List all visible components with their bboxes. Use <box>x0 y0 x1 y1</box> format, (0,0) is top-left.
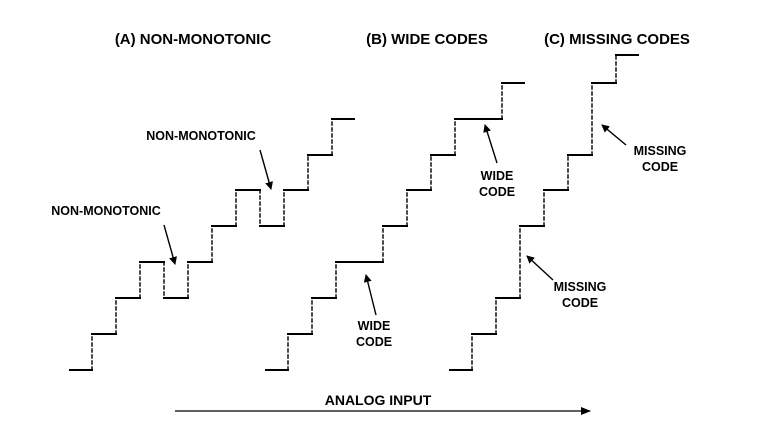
title-missing-codes: (C) MISSING CODES <box>544 31 690 48</box>
staircase-wide-codes <box>265 82 525 371</box>
annotation-wide-code-upper-line1: WIDE <box>481 169 514 183</box>
title-wide-codes: (B) WIDE CODES <box>366 31 488 48</box>
arrow-wide-code-lower <box>363 274 377 316</box>
annotation-wide-code-upper-line2: CODE <box>479 185 515 199</box>
annotation-missing-code-lower-line1: MISSING <box>554 280 607 294</box>
arrow-missing-code-upper <box>601 124 627 146</box>
annotation-non-monotonic-upper: NON-MONOTONIC <box>146 129 256 143</box>
arrow-non-monotonic-upper <box>259 149 273 190</box>
annotation-non-monotonic-lower: NON-MONOTONIC <box>51 204 161 218</box>
annotation-missing-code-lower-line2: CODE <box>562 296 598 310</box>
annotation-missing-code-upper-line1: MISSING <box>634 144 687 158</box>
annotation-wide-code-lower-line2: CODE <box>356 335 392 349</box>
title-non-monotonic: (A) NON-MONOTONIC <box>115 31 272 48</box>
arrow-wide-code-upper <box>483 124 498 164</box>
arrow-non-monotonic-lower <box>163 224 177 265</box>
staircase-missing-codes <box>449 54 639 371</box>
annotation-missing-code-upper-line2: CODE <box>642 160 678 174</box>
arrow-missing-code-lower <box>526 255 554 281</box>
staircase-non-monotonic <box>69 118 355 371</box>
annotation-wide-code-lower-line1: WIDE <box>358 319 391 333</box>
axis-label-analog-input: ANALOG INPUT <box>325 392 432 408</box>
